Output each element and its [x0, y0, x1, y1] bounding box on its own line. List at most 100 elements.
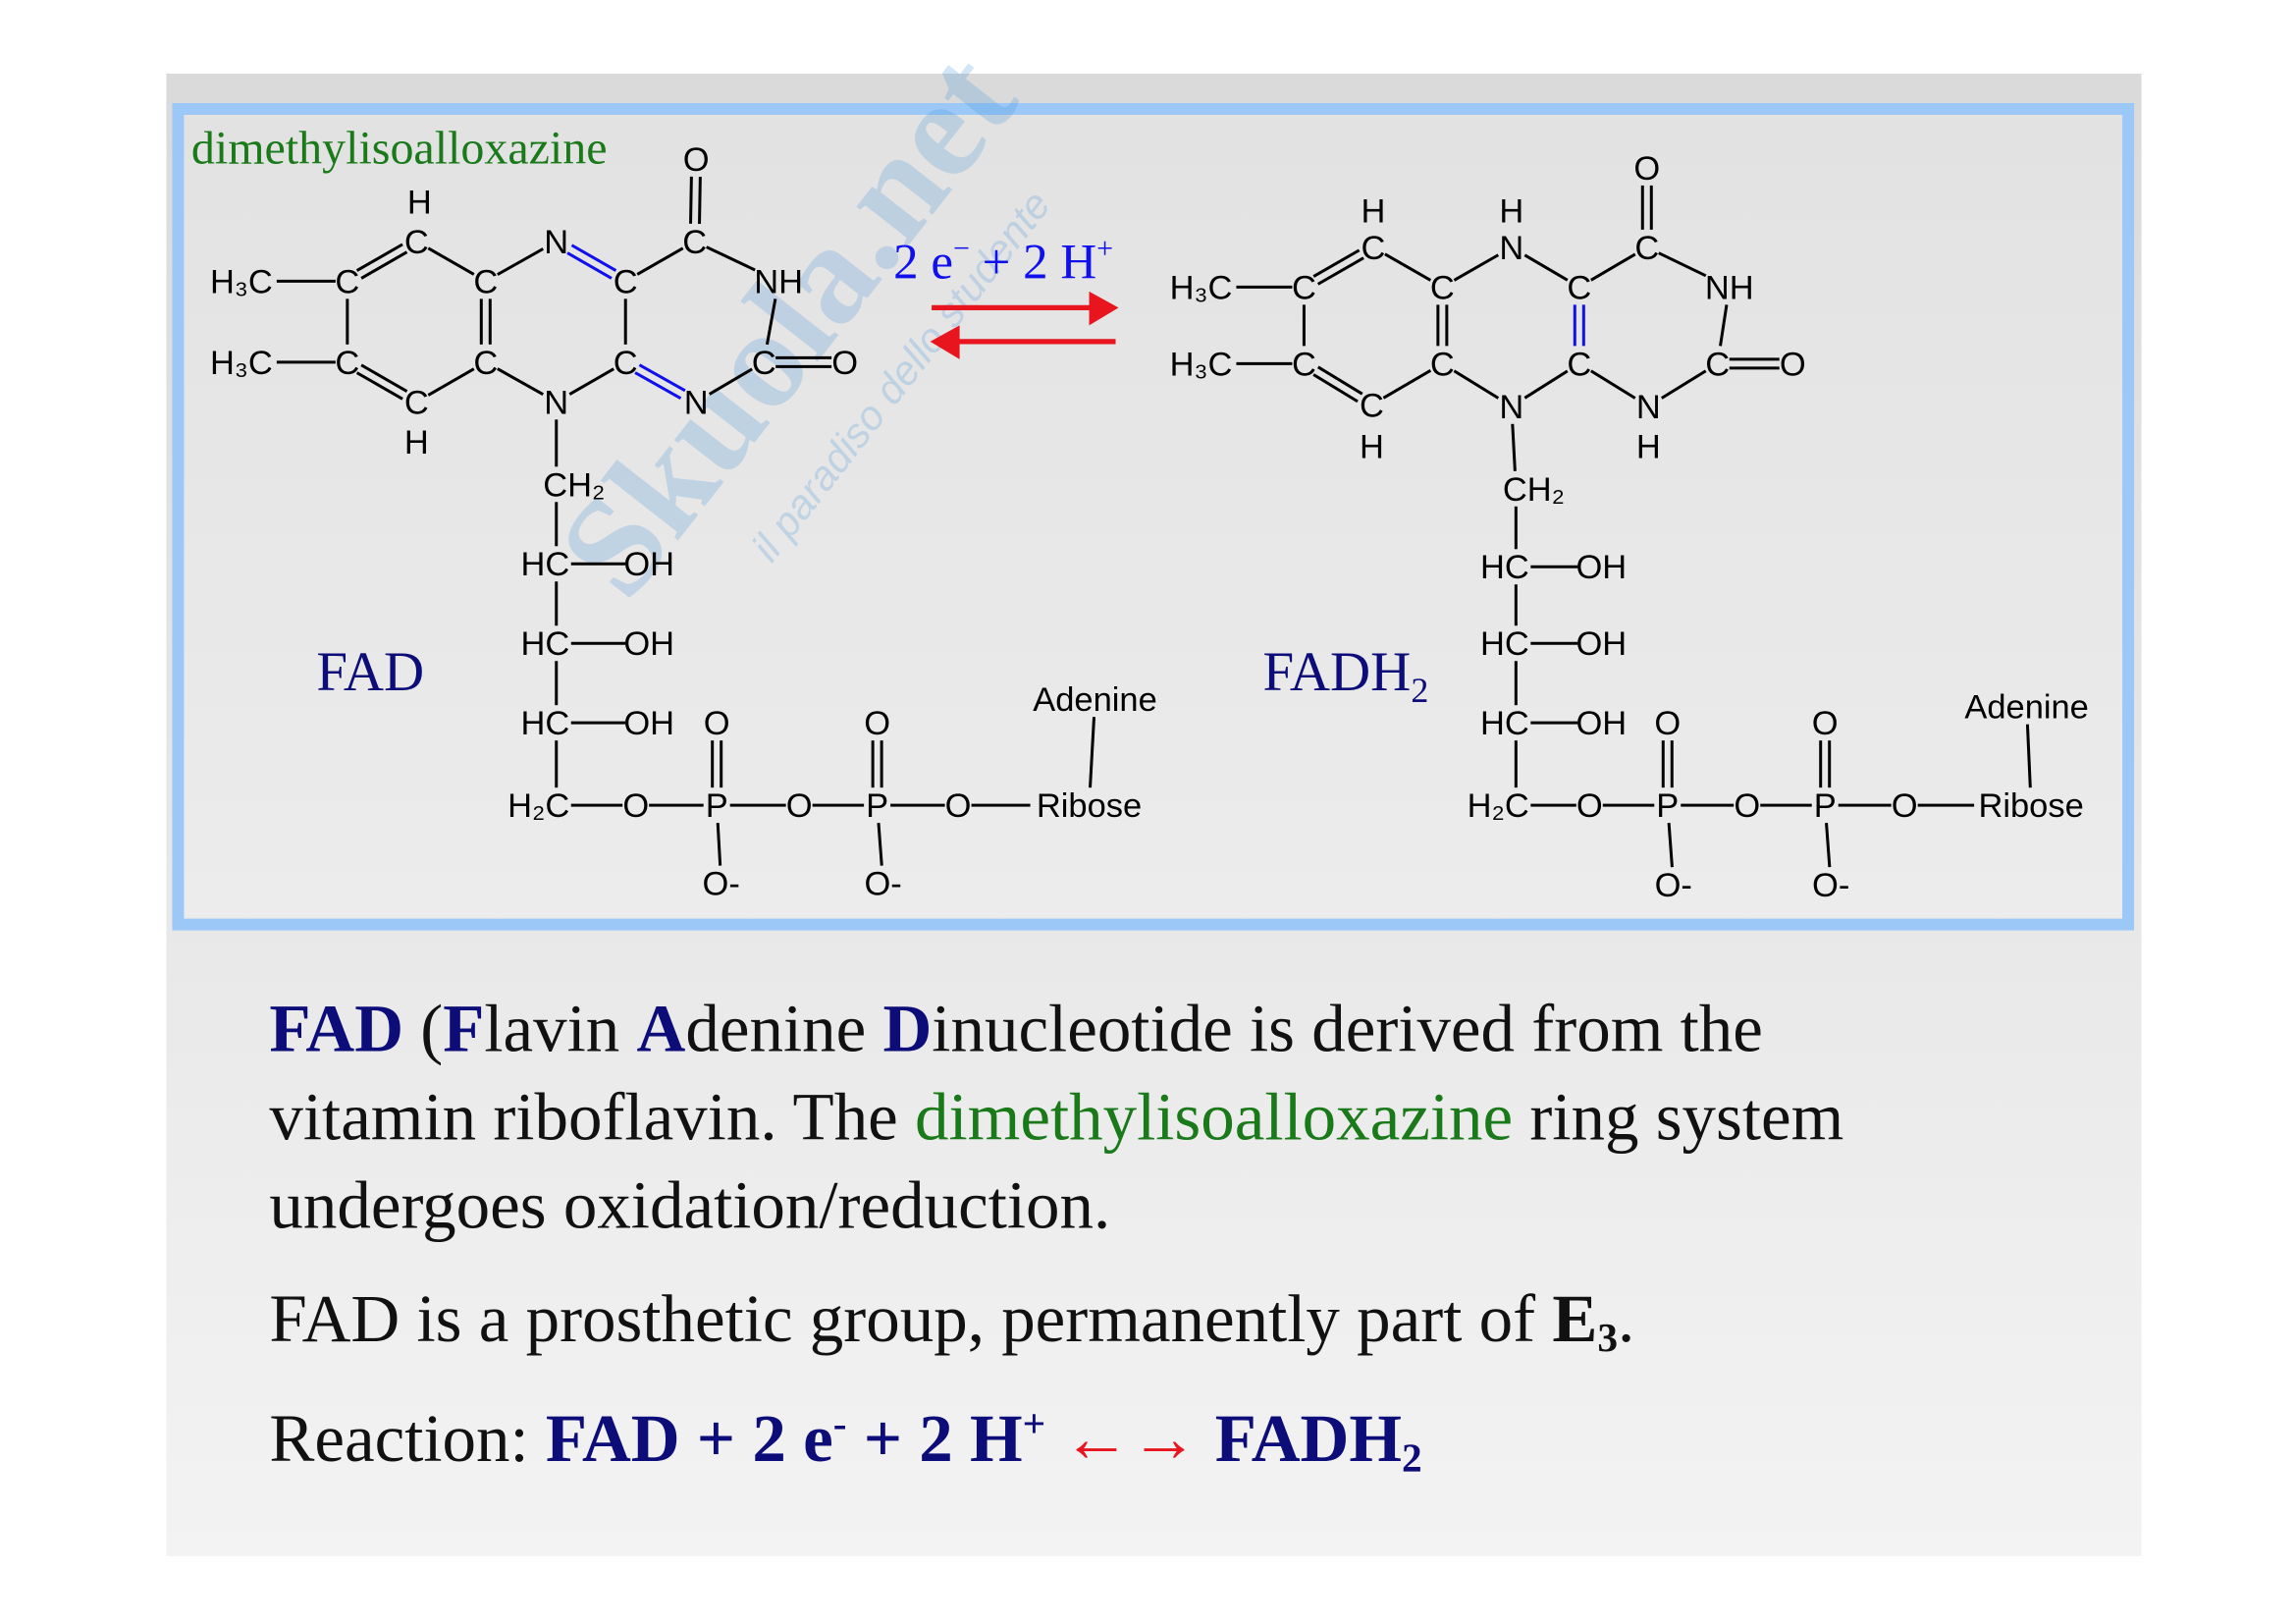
atom-label: Ribose [1037, 787, 1142, 825]
double-bond [698, 176, 702, 225]
atom-label: P [866, 787, 888, 825]
atom-label: C [1292, 269, 1316, 306]
ring-system-label: dimethylisoalloxazine [191, 122, 608, 174]
atom-label: OH [1575, 625, 1627, 663]
atom-label: O [945, 787, 972, 825]
single-bond [427, 367, 475, 397]
atom-label: P [1814, 787, 1837, 825]
single-bond [636, 246, 684, 276]
atom-label: C [1567, 346, 1591, 383]
single-bond [877, 823, 883, 866]
atom-label: HC [520, 705, 569, 742]
atom-label: C [1634, 230, 1659, 267]
single-bond [568, 367, 614, 396]
atom-label: H₃C [1170, 269, 1233, 306]
atom-label: C [614, 263, 638, 300]
atom-label: O- [864, 866, 901, 903]
atom-label: N [1499, 230, 1523, 267]
atom-label: O [1633, 150, 1660, 188]
fadh2-label: FADH2 [1262, 641, 1428, 710]
atom-label: C [752, 345, 776, 382]
double-bond [634, 371, 682, 400]
atom-label: C [1361, 230, 1385, 267]
diagram-frame [172, 102, 2135, 931]
atom-label: HC [1480, 625, 1529, 663]
atom-label: C [473, 263, 498, 300]
atom-label: N [544, 384, 568, 421]
atom-label: O- [703, 866, 740, 903]
atom-label: H₂C [507, 787, 569, 825]
single-bond [497, 367, 544, 397]
atom-label: C [614, 345, 638, 382]
paragraph-fad-definition: FAD (Flavin Adenine Dinucleotide is deri… [269, 991, 1763, 1066]
paragraph-fad-definition-line2: vitamin riboflavin. The dimethylisoallox… [269, 1079, 1844, 1155]
atom-label: NH [754, 263, 803, 300]
reaction-electrons-protons: 2 e− + 2 H+ [893, 232, 1113, 290]
atom-label: OH [1575, 549, 1627, 586]
atom-label: C [1292, 346, 1316, 383]
single-bond [1667, 823, 1674, 868]
atom-label: C [1430, 269, 1455, 306]
atom-label: O [1576, 787, 1603, 825]
single-bond [1523, 253, 1569, 282]
double-bond [360, 250, 408, 280]
atom-label: N [544, 224, 568, 261]
atom-label: C [335, 345, 359, 382]
double-bond [1312, 373, 1359, 404]
double-bond [689, 176, 693, 224]
atom-label: N [684, 384, 709, 421]
single-bond [1384, 252, 1432, 282]
double-bond [570, 244, 617, 272]
single-bond [1511, 423, 1517, 471]
atom-label: O- [1812, 867, 1849, 904]
atom-label: H₂C [1468, 787, 1529, 825]
single-bond [1089, 717, 1096, 788]
equilibrium-arrows [930, 291, 1119, 359]
single-bond [716, 823, 722, 866]
atom-label: P [706, 787, 728, 825]
atom-label: O [622, 787, 649, 825]
single-bond [1719, 304, 1729, 347]
single-bond [1453, 369, 1500, 400]
atom-label: H₃C [1170, 346, 1233, 383]
paragraph-fad-definition-line3: undergoes oxidation/reduction. [269, 1166, 1111, 1243]
atom-label: C [1567, 269, 1591, 306]
atom-label: C [682, 224, 707, 261]
atom-label: Adenine [1033, 681, 1157, 719]
atom-label: HC [1480, 705, 1529, 742]
atom-label: H [1499, 192, 1523, 230]
single-bond [1382, 369, 1432, 400]
atom-label: O [1780, 346, 1806, 383]
atom-label: H [407, 184, 432, 221]
double-bond [355, 371, 403, 401]
atom-label: O [864, 705, 890, 742]
atom-label: HC [520, 546, 569, 583]
single-bond [765, 298, 777, 346]
single-bond [497, 247, 544, 276]
atom-label: O [786, 787, 813, 825]
atom-label: H₃C [210, 263, 273, 300]
single-bond [708, 367, 753, 396]
atom-label: C [1360, 387, 1384, 424]
atom-label: O [1812, 705, 1839, 742]
atom-label: H [1636, 428, 1661, 465]
double-bond [566, 251, 613, 280]
single-bond [706, 245, 756, 272]
atom-label: C [1430, 346, 1455, 383]
single-bond [1523, 369, 1569, 400]
single-bond [1590, 369, 1636, 400]
single-bond [1453, 253, 1500, 282]
single-bond [427, 246, 475, 276]
atom-label: HC [1480, 549, 1529, 586]
atom-label: P [1656, 787, 1679, 825]
atom-label: O [1892, 787, 1918, 825]
atom-label: CH₂ [543, 466, 605, 504]
single-bond [1660, 369, 1707, 400]
double-bond [638, 363, 686, 393]
single-bond [1590, 252, 1636, 282]
atom-label: CH₂ [1503, 471, 1565, 509]
double-bond [355, 243, 403, 272]
single-bond [2025, 724, 2032, 788]
